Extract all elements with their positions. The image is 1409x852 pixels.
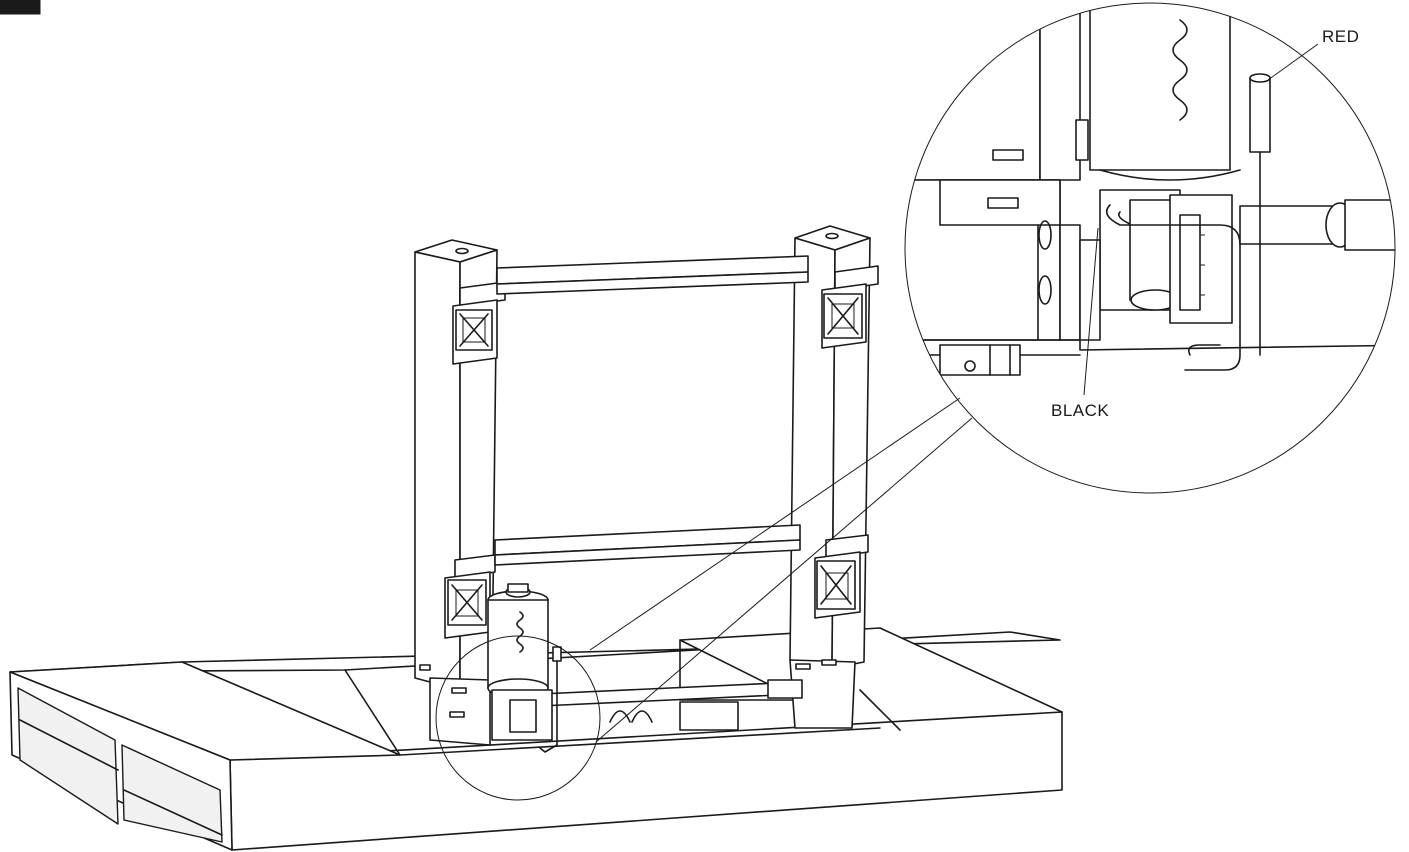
red-wire-leader — [1267, 43, 1319, 81]
cross-bars — [494, 255, 809, 566]
black-wire-leader — [1083, 227, 1099, 396]
red-wire-label: RED — [1322, 27, 1359, 46]
corner-tab — [0, 0, 41, 15]
detail-leader-upper — [589, 397, 961, 651]
detail-leader-lower — [595, 417, 973, 743]
detail-circle-small — [435, 635, 601, 801]
detail-view — [905, 3, 1395, 376]
black-wire-label: BLACK — [1051, 401, 1109, 420]
detail-circle-large — [904, 2, 1396, 494]
right-post — [789, 225, 879, 729]
left-post — [414, 239, 506, 746]
motor-assembly — [487, 583, 803, 753]
base-platform — [9, 627, 1063, 851]
